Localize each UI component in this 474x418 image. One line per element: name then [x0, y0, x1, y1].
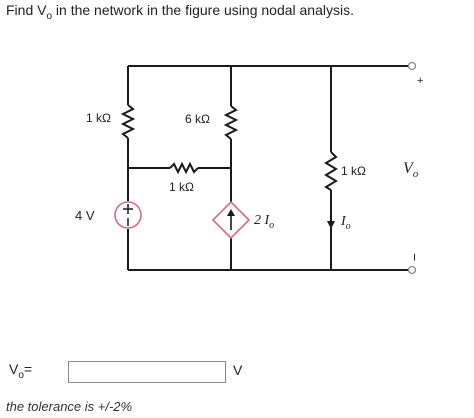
resistor-right	[324, 151, 338, 191]
question-suffix: in the network in the figure using nodal…	[52, 2, 354, 18]
answer-label: Vo=	[9, 361, 32, 381]
question-var-sub: o	[46, 10, 53, 22]
answer-input[interactable]	[68, 361, 226, 383]
answer-label-eq: =	[23, 361, 33, 377]
resistor-middle	[223, 105, 239, 140]
question-prefix: Find	[6, 2, 38, 18]
answer-label-main: V	[9, 361, 19, 377]
label-voltage-source: 4 V	[75, 208, 95, 223]
current-source-arrow	[227, 209, 235, 230]
voltage-source-circle	[114, 201, 142, 229]
circuit-diagram: 1 kΩ 6 kΩ 1 kΩ 1 kΩ 4 V 2 Io Io Vo + −	[75, 61, 423, 275]
label-current-source: 2 Io	[254, 213, 274, 231]
resistor-horizontal	[169, 161, 199, 175]
label-r-horizontal: 1 kΩ	[169, 180, 194, 194]
tolerance-note: the tolerance is +/-2%	[6, 399, 133, 414]
label-io: Io	[340, 214, 351, 232]
question-text: Find Vo in the network in the figure usi…	[6, 2, 354, 22]
label-r-left: 1 kΩ	[86, 111, 111, 125]
label-plus: +	[417, 75, 423, 87]
label-r-right: 1 kΩ	[341, 164, 366, 178]
voltage-source-signs	[123, 204, 133, 226]
answer-unit: V	[233, 362, 243, 378]
label-vo: Vo	[403, 160, 419, 180]
terminal-top	[407, 61, 417, 71]
answer-label-sub: o	[18, 369, 24, 381]
label-minus: −	[407, 253, 423, 261]
question-var: V	[37, 2, 47, 18]
current-arrow-io	[327, 221, 335, 229]
terminal-bottom	[407, 265, 417, 275]
label-r-middle: 6 kΩ	[185, 112, 210, 126]
resistor-left	[120, 104, 136, 139]
